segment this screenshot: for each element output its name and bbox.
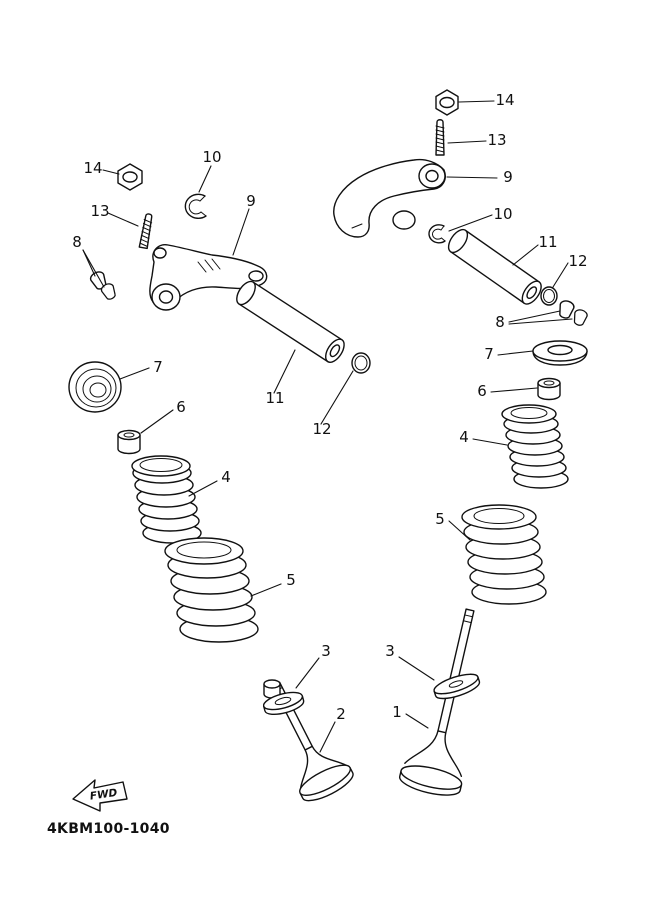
rocker-arm-left bbox=[149, 244, 268, 311]
spring-seat-washer-right bbox=[433, 673, 481, 700]
callout-right-7: 7 bbox=[484, 345, 494, 363]
callout-left-5: 5 bbox=[286, 571, 296, 589]
callout-left-13: 13 bbox=[90, 202, 109, 220]
outer-valve-spring-right bbox=[461, 504, 547, 605]
callout-left-4: 4 bbox=[221, 468, 231, 486]
rocker-shaft-left bbox=[236, 280, 345, 363]
callout-right-8: 8 bbox=[495, 313, 505, 331]
valve-seal-right bbox=[537, 377, 561, 401]
callout-left-11: 11 bbox=[265, 389, 284, 407]
outer-valve-spring-left bbox=[164, 537, 259, 643]
inner-valve-spring-right bbox=[501, 404, 569, 489]
callout-right-4: 4 bbox=[459, 428, 469, 446]
fwd-label: FWD bbox=[89, 787, 118, 803]
spring-retainer-right bbox=[532, 340, 588, 366]
adjuster-screw-right bbox=[435, 119, 445, 156]
leader-lines-right bbox=[398, 100, 573, 729]
hex-nut-right bbox=[435, 89, 459, 116]
callout-right-10: 10 bbox=[493, 205, 512, 223]
callout-right-13: 13 bbox=[487, 131, 506, 149]
part-code: 4KBM100-1040 bbox=[47, 821, 170, 837]
callout-right-6: 6 bbox=[477, 382, 487, 400]
callout-left-3: 3 bbox=[321, 642, 331, 660]
inner-valve-spring-left bbox=[131, 455, 202, 544]
right-valve-assembly bbox=[333, 89, 588, 796]
adjuster-screw-left bbox=[138, 213, 153, 250]
callout-labels: 14 13 10 9 8 7 6 4 5 11 12 3 2 14 13 9 1… bbox=[72, 91, 587, 723]
callout-left-10: 10 bbox=[202, 148, 221, 166]
spring-seat-left bbox=[68, 361, 122, 413]
callout-left-14: 14 bbox=[83, 159, 102, 177]
valve-right bbox=[399, 608, 475, 796]
valve-seal-left bbox=[117, 429, 141, 455]
callout-left-2: 2 bbox=[336, 705, 346, 723]
hex-nut-left bbox=[117, 163, 143, 191]
spring-retainer-left bbox=[262, 679, 305, 716]
callout-right-5: 5 bbox=[435, 510, 445, 528]
callout-right-11: 11 bbox=[538, 233, 557, 251]
left-valve-assembly bbox=[68, 163, 371, 802]
fwd-arrow: FWD bbox=[72, 779, 128, 812]
callout-right-12: 12 bbox=[568, 252, 587, 270]
o-ring-right bbox=[540, 286, 558, 306]
callout-left-12: 12 bbox=[312, 420, 331, 438]
valve-keepers-left bbox=[89, 271, 116, 300]
callout-left-7: 7 bbox=[153, 358, 163, 376]
retaining-clip-right bbox=[428, 224, 446, 244]
callout-right-9: 9 bbox=[503, 168, 513, 186]
rocker-arm-right bbox=[333, 158, 446, 238]
leader-lines-left bbox=[82, 165, 354, 753]
callout-right-1: 1 bbox=[392, 703, 402, 721]
valve-keepers-right bbox=[559, 300, 588, 326]
callout-left-6: 6 bbox=[176, 398, 186, 416]
retaining-clip-left bbox=[184, 193, 207, 219]
callout-left-8: 8 bbox=[72, 233, 82, 251]
callout-right-3: 3 bbox=[385, 642, 395, 660]
callout-right-14: 14 bbox=[495, 91, 514, 109]
o-ring-left bbox=[351, 352, 371, 374]
rocker-shaft-right bbox=[447, 228, 542, 305]
callout-left-9: 9 bbox=[246, 192, 256, 210]
